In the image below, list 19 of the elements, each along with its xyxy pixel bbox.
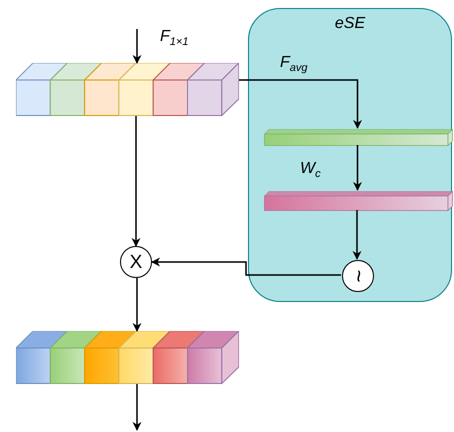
edge-label: F$_{1×1}$ — [160, 28, 188, 48]
arrow — [352, 210, 362, 260]
vector-bar — [264, 129, 453, 146]
arrow — [132, 384, 142, 431]
arrow — [239, 79, 362, 129]
feature-map-block — [16, 331, 239, 384]
feature-map-block — [16, 63, 239, 116]
arrow — [132, 278, 142, 332]
multiply-circle: X — [120, 246, 152, 278]
arrow — [132, 116, 140, 247]
panel-title: eSE — [334, 15, 366, 33]
module-panel — [248, 8, 452, 302]
arrow — [151, 258, 341, 276]
edge-label: F$_{avg}$ — [280, 54, 308, 74]
arrow — [353, 145, 362, 191]
edge-label: W$_{c}$ — [300, 160, 321, 180]
vector-bar — [264, 191, 453, 211]
sigmoid-circle: ~ — [342, 260, 374, 292]
arrow — [132, 29, 142, 64]
